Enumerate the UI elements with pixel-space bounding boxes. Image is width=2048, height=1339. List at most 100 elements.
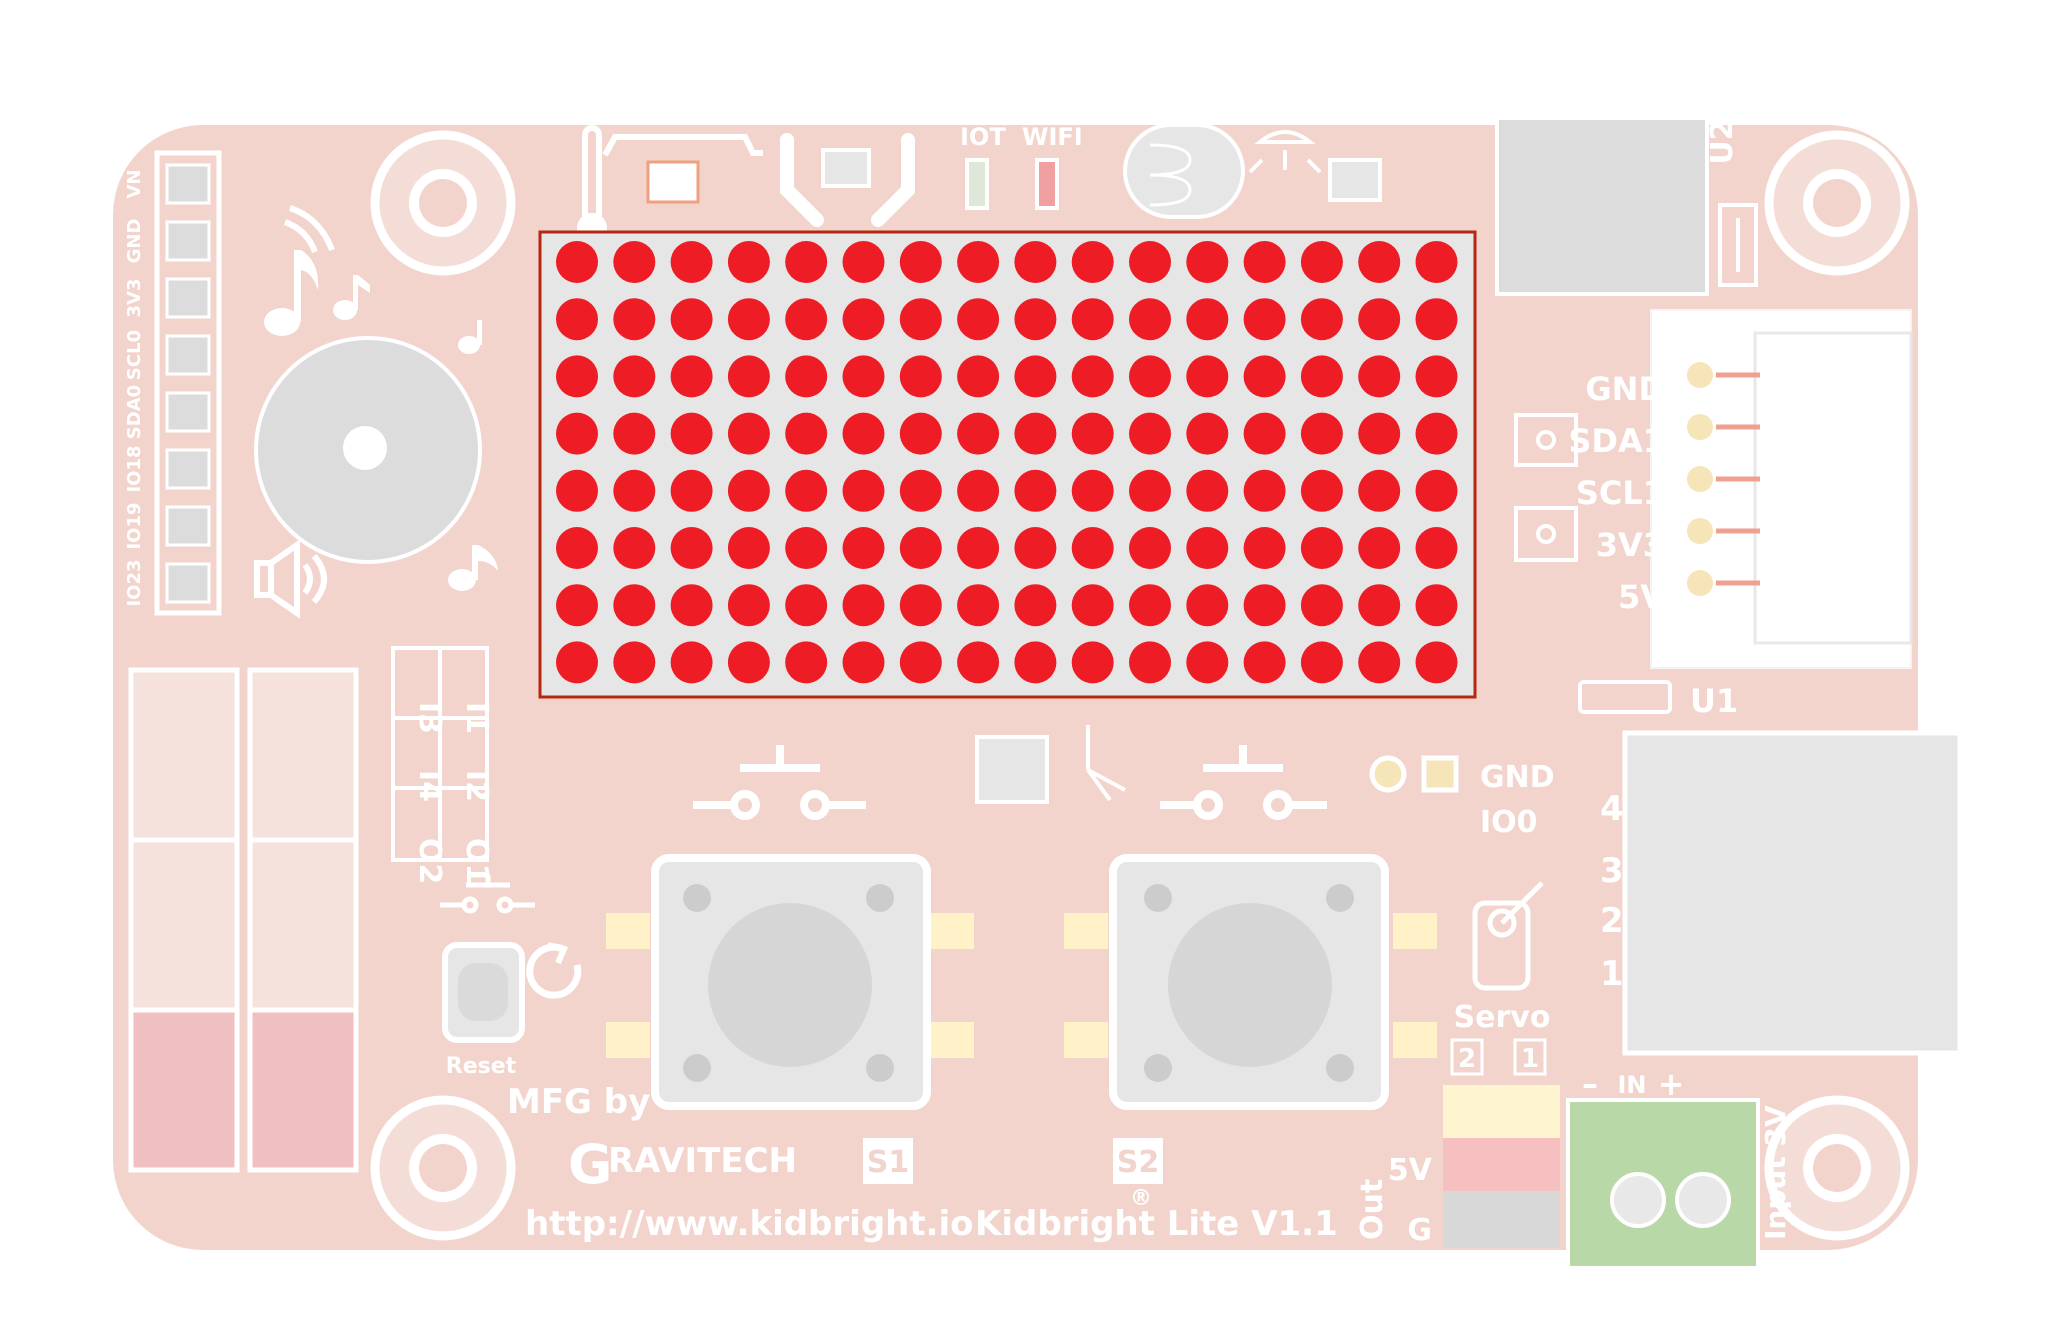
matrix-led xyxy=(1014,469,1057,512)
ldr-sensor xyxy=(1123,123,1245,219)
matrix-led xyxy=(842,241,885,283)
matrix-led xyxy=(1415,298,1458,341)
u1-pin-3: 3 xyxy=(1600,851,1624,891)
reset-arrow-icon xyxy=(526,942,582,999)
power-5v-label: 5V xyxy=(1388,1153,1433,1188)
header-pin-label: GND xyxy=(124,219,145,264)
matrix-led xyxy=(556,469,598,512)
matrix-led xyxy=(727,527,770,569)
matrix-led xyxy=(1129,527,1171,569)
ldr-bracket-icon xyxy=(780,133,915,227)
matrix-led xyxy=(670,469,713,512)
matrix-led xyxy=(613,584,656,627)
header-pin xyxy=(165,562,211,604)
brand-name: RAVITECH xyxy=(608,1141,797,1181)
mounting-hole-bottom-right xyxy=(1764,1095,1910,1241)
matrix-led xyxy=(1300,584,1343,627)
matrix-led xyxy=(785,641,828,684)
matrix-led xyxy=(899,584,942,627)
i2c-pin xyxy=(1681,564,1719,602)
usb-c-connector xyxy=(1495,116,1709,296)
matrix-led xyxy=(613,527,656,569)
matrix-led xyxy=(1243,641,1286,684)
matrix-led xyxy=(899,355,942,398)
io-label-i1: I1 xyxy=(459,702,494,734)
s1-label-box xyxy=(863,1138,913,1184)
led-light-icon xyxy=(1248,130,1322,174)
io0-gnd-label: GND xyxy=(1480,760,1555,795)
matrix-led xyxy=(727,241,770,283)
io0-label: IO0 xyxy=(1480,805,1538,840)
matrix-led xyxy=(556,641,598,684)
button-s1[interactable] xyxy=(606,854,974,1110)
matrix-led xyxy=(1358,298,1401,341)
matrix-led xyxy=(613,298,656,341)
matrix-led xyxy=(556,412,598,455)
reset-switch-symbol xyxy=(440,875,535,914)
matrix-led xyxy=(1014,641,1057,684)
servo-ch1-box xyxy=(1513,1038,1547,1076)
header-pin-label: 3V3 xyxy=(124,279,145,318)
u1-pin-2: 2 xyxy=(1600,901,1624,941)
matrix-led xyxy=(1415,641,1458,684)
servo-icon xyxy=(1472,881,1544,991)
button-s2[interactable] xyxy=(1064,854,1437,1110)
header-pin xyxy=(165,505,211,547)
header-pin-label: IO18 xyxy=(124,445,145,492)
matrix-led xyxy=(1014,527,1057,569)
matrix-led xyxy=(1129,241,1171,283)
servo-label: Servo xyxy=(1454,1000,1551,1035)
pullup-resistor-icon xyxy=(1514,413,1578,562)
usb-a-connector xyxy=(1622,730,1963,1056)
io-label-i4: I4 xyxy=(412,770,447,802)
matrix-led xyxy=(1186,469,1229,512)
switch-symbol-s2 xyxy=(1160,745,1327,820)
matrix-led xyxy=(899,412,942,455)
matrix-led xyxy=(1300,298,1343,341)
u2-label: U2 xyxy=(1705,119,1740,164)
matrix-led xyxy=(670,527,713,569)
i2c-pin xyxy=(1681,512,1719,550)
matrix-led xyxy=(1071,298,1114,341)
u1-label: U1 xyxy=(1690,682,1738,720)
matrix-led xyxy=(1300,355,1343,398)
matrix-led xyxy=(957,527,1000,569)
sound-waves-icon xyxy=(283,205,335,254)
matrix-led xyxy=(842,355,885,398)
u1-pin-4: 4 xyxy=(1600,789,1624,829)
power-terminal-block xyxy=(1566,1098,1760,1270)
matrix-led xyxy=(556,298,598,341)
matrix-led xyxy=(899,469,942,512)
matrix-led xyxy=(1071,355,1114,398)
matrix-led xyxy=(1243,241,1286,283)
matrix-led xyxy=(1415,412,1458,455)
matrix-led xyxy=(1014,412,1057,455)
matrix-led xyxy=(1186,584,1229,627)
matrix-led xyxy=(1358,584,1401,627)
matrix-led xyxy=(727,412,770,455)
sensor-chip xyxy=(646,160,700,204)
matrix-led xyxy=(1358,469,1401,512)
header-pin xyxy=(165,277,211,319)
matrix-led xyxy=(1415,241,1458,283)
io-label-i3: I3 xyxy=(412,702,447,734)
s1-label: S1 xyxy=(867,1145,909,1180)
matrix-led xyxy=(613,641,656,684)
matrix-led xyxy=(1129,641,1171,684)
matrix-led xyxy=(1243,584,1286,627)
mounting-hole-top-right xyxy=(1764,130,1910,276)
matrix-led xyxy=(842,298,885,341)
mfg-by-label: MFG by xyxy=(507,1082,650,1122)
usb-symbol-icon xyxy=(1718,203,1758,287)
matrix-led xyxy=(1300,241,1343,283)
gravitech-g-logo: G xyxy=(568,1133,612,1196)
board-name: Kidbright Lite V1.1 xyxy=(975,1204,1338,1244)
header-pin xyxy=(165,391,211,433)
reset-button[interactable] xyxy=(442,942,525,1043)
iot-led xyxy=(965,158,989,210)
matrix-led xyxy=(1243,412,1286,455)
matrix-led xyxy=(1243,355,1286,398)
header-pin-label: VN xyxy=(124,170,145,199)
i2c-connector-body xyxy=(1753,331,1913,645)
